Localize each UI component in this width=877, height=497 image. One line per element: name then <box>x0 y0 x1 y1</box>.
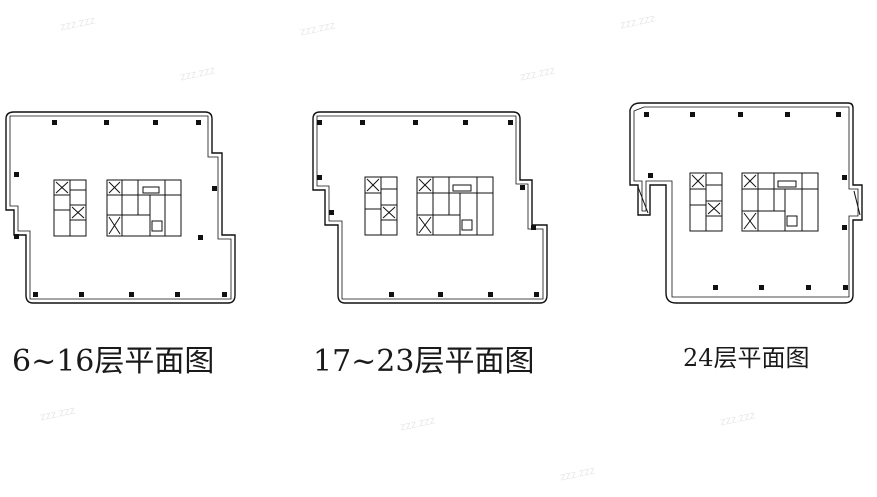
floor-plan-17-23 <box>305 95 555 315</box>
floor-plan-6-16 <box>0 95 240 315</box>
watermark-text: ZZZ.ZZZ <box>59 16 96 33</box>
plan-caption-17-23: 17~23层平面图 <box>313 344 535 379</box>
watermark-text: ZZZ.ZZZ <box>299 21 336 38</box>
plan-caption-24: 24层平面图 <box>683 344 810 372</box>
watermark-text: ZZZ.ZZZ <box>719 411 756 428</box>
floor-plan-24-drawing <box>629 102 863 304</box>
floor-plan-6-16-drawing <box>5 111 236 304</box>
floor-plan-24 <box>620 95 875 315</box>
watermark-text: ZZZ.ZZZ <box>619 14 656 31</box>
plan-caption-6-16: 6~16层平面图 <box>12 344 215 379</box>
watermark-text: ZZZ.ZZZ <box>559 466 596 483</box>
watermark-text: ZZZ.ZZZ <box>179 66 216 83</box>
watermark-text: ZZZ.ZZZ <box>39 406 76 423</box>
watermark-text: ZZZ.ZZZ <box>519 66 556 83</box>
floor-plan-17-23-drawing <box>312 111 548 304</box>
watermark-text: ZZZ.ZZZ <box>399 416 436 433</box>
